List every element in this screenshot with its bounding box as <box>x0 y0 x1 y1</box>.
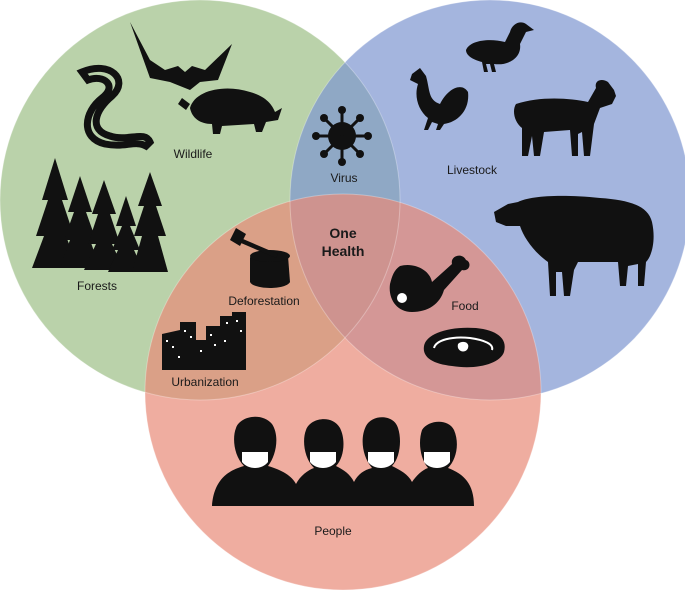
goat-icon <box>514 80 616 156</box>
chicken-icon <box>410 68 469 130</box>
title-line-2: Health <box>321 243 365 259</box>
label-food: Food <box>451 299 479 313</box>
stump-axe-icon <box>230 228 290 288</box>
steak-icon <box>423 327 505 368</box>
snake-icon <box>76 64 155 151</box>
circle-outline <box>144 193 542 591</box>
label-wildlife: Wildlife <box>173 147 213 161</box>
bat-icon <box>130 22 232 90</box>
label-deforestation: Deforestation <box>228 294 300 308</box>
one-health-title: One Health <box>322 224 365 260</box>
label-people: People <box>314 524 352 538</box>
title-line-1: One <box>329 225 357 241</box>
label-livestock: Livestock <box>446 163 498 177</box>
trees-icon <box>32 158 168 272</box>
virus-icon <box>312 106 372 166</box>
duck-icon <box>466 22 534 73</box>
cow-icon <box>494 195 654 296</box>
circle-outline <box>0 0 401 401</box>
masked-people-icon <box>212 416 474 506</box>
city-icon <box>162 312 246 370</box>
meat-leg-icon <box>389 255 470 312</box>
circle-outline <box>289 0 685 401</box>
armadillo-icon <box>178 88 282 134</box>
label-urbanization: Urbanization <box>171 375 239 389</box>
label-virus: Virus <box>330 171 358 185</box>
label-forests: Forests <box>76 279 118 293</box>
